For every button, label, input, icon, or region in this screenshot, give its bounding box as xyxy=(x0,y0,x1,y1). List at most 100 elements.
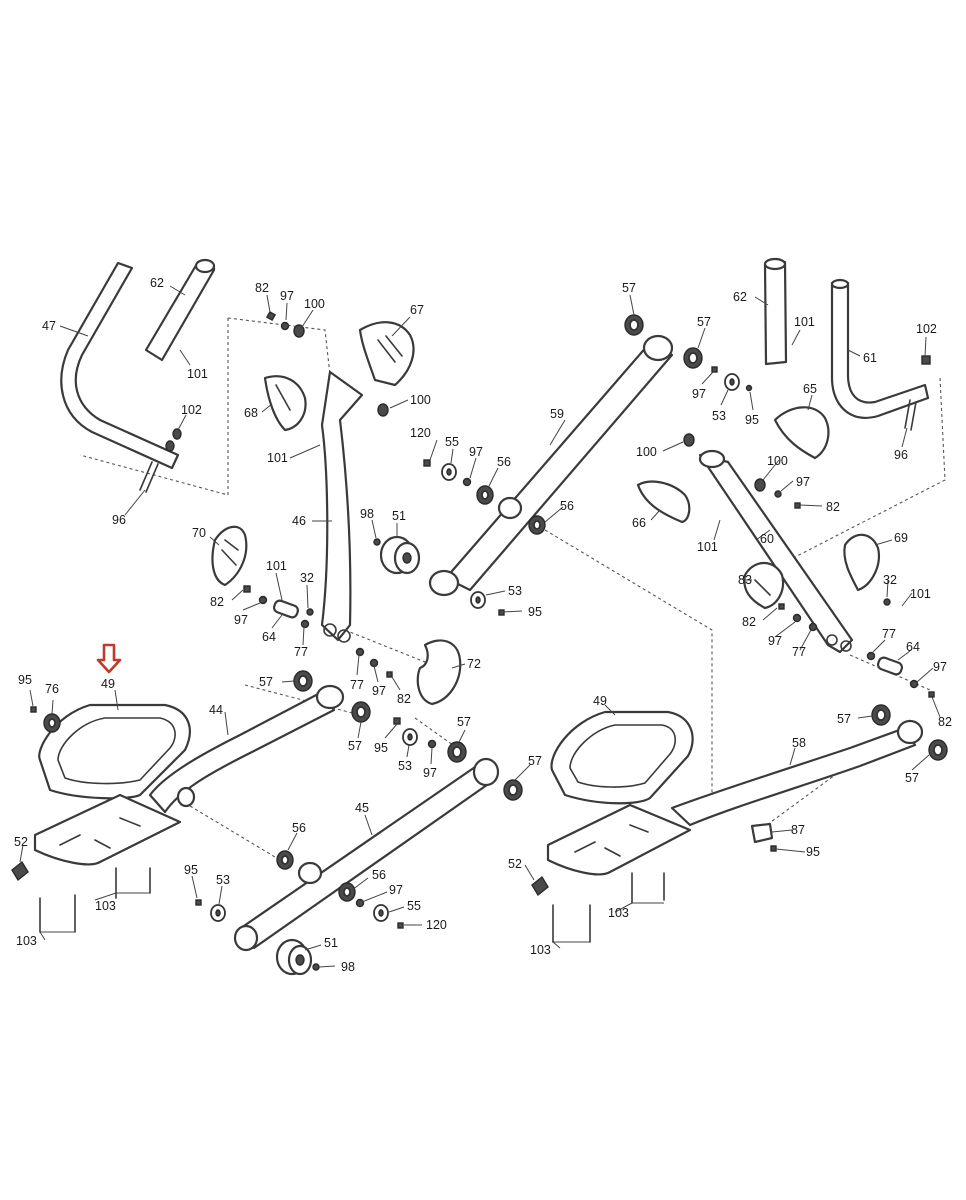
label-57: 57 xyxy=(348,739,362,753)
label-95: 95 xyxy=(528,605,542,619)
bushing-64-left xyxy=(272,599,300,619)
shield-70 xyxy=(211,525,248,587)
label-120: 120 xyxy=(426,918,447,932)
label-46: 46 xyxy=(292,514,306,528)
label-95: 95 xyxy=(184,863,198,877)
shield-72 xyxy=(416,639,462,706)
upper-arm-59-top xyxy=(642,334,674,362)
lower-arm-45-end xyxy=(472,757,500,787)
upper-arm-59-bottom xyxy=(428,569,460,597)
label-59: 59 xyxy=(550,407,564,421)
pedal-49-right xyxy=(546,710,694,876)
label-52: 52 xyxy=(508,857,522,871)
label-62: 62 xyxy=(733,290,747,304)
upper-body-leg-right xyxy=(698,453,854,654)
label-103: 103 xyxy=(608,906,629,920)
label-95: 95 xyxy=(374,741,388,755)
label-57: 57 xyxy=(905,771,919,785)
label-53: 53 xyxy=(398,759,412,773)
upper-handle-left xyxy=(60,261,180,470)
upper-body-leg-left xyxy=(320,370,364,642)
pedal-arm-44-end xyxy=(315,684,345,710)
label-103: 103 xyxy=(95,899,116,913)
label-53: 53 xyxy=(216,873,230,887)
label-47: 47 xyxy=(42,319,56,333)
label-97: 97 xyxy=(372,684,386,698)
label-83: 83 xyxy=(738,573,752,587)
label-52: 52 xyxy=(14,835,28,849)
label-77: 77 xyxy=(882,627,896,641)
label-62: 62 xyxy=(150,276,164,290)
label-57: 57 xyxy=(259,675,273,689)
label-56: 56 xyxy=(497,455,511,469)
lower-arm-45-mid xyxy=(297,861,323,885)
wheel-51-upper xyxy=(379,535,421,575)
hardware-items xyxy=(11,310,948,971)
shield-66 xyxy=(636,480,691,524)
label-60: 60 xyxy=(760,532,774,546)
label-77: 77 xyxy=(792,645,806,659)
label-82: 82 xyxy=(742,615,756,629)
label-77: 77 xyxy=(350,678,364,692)
label-101: 101 xyxy=(267,451,288,465)
label-97: 97 xyxy=(469,445,483,459)
label-97: 97 xyxy=(933,660,947,674)
leader-lines xyxy=(19,285,941,968)
label-64: 64 xyxy=(906,640,920,654)
wheel-51-lower xyxy=(275,938,313,976)
label-68: 68 xyxy=(244,406,258,420)
label-100: 100 xyxy=(410,393,431,407)
shield-65 xyxy=(773,406,830,460)
label-53: 53 xyxy=(508,584,522,598)
label-101: 101 xyxy=(266,559,287,573)
label-56: 56 xyxy=(560,499,574,513)
label-95: 95 xyxy=(745,413,759,427)
label-77: 77 xyxy=(294,645,308,659)
label-45: 45 xyxy=(355,801,369,815)
label-51: 51 xyxy=(392,509,406,523)
label-102: 102 xyxy=(916,322,937,336)
label-96: 96 xyxy=(112,513,126,527)
label-120: 120 xyxy=(410,426,431,440)
label-56: 56 xyxy=(292,821,306,835)
label-97: 97 xyxy=(692,387,706,401)
label-67: 67 xyxy=(410,303,424,317)
shield-69 xyxy=(843,533,880,592)
label-58: 58 xyxy=(792,736,806,750)
label-76: 76 xyxy=(45,682,59,696)
label-57: 57 xyxy=(457,715,471,729)
pedal-arm-44-axle xyxy=(176,786,196,808)
label-44: 44 xyxy=(209,703,223,717)
label-98: 98 xyxy=(360,507,374,521)
grip-end-left xyxy=(194,258,216,274)
label-56: 56 xyxy=(372,868,386,882)
label-70: 70 xyxy=(192,526,206,540)
label-103: 103 xyxy=(530,943,551,957)
label-64: 64 xyxy=(262,630,276,644)
pedal-arm-58 xyxy=(670,726,917,827)
label-57: 57 xyxy=(622,281,636,295)
label-100: 100 xyxy=(304,297,325,311)
label-98: 98 xyxy=(341,960,355,974)
label-87: 87 xyxy=(791,823,805,837)
lower-arm-45-start xyxy=(233,924,259,952)
label-100: 100 xyxy=(636,445,657,459)
label-57: 57 xyxy=(528,754,542,768)
label-97: 97 xyxy=(423,766,437,780)
label-32: 32 xyxy=(300,571,314,585)
lower-arm-45 xyxy=(236,763,496,950)
label-57: 57 xyxy=(837,712,851,726)
upper-arm-59-mid xyxy=(497,496,523,520)
label-103: 103 xyxy=(16,934,37,948)
bushing-64-right xyxy=(876,656,904,676)
label-95: 95 xyxy=(18,673,32,687)
label-101: 101 xyxy=(187,367,208,381)
label-101: 101 xyxy=(794,315,815,329)
label-102: 102 xyxy=(181,403,202,417)
label-65: 65 xyxy=(803,382,817,396)
label-32: 32 xyxy=(883,573,897,587)
handle-grip-right xyxy=(763,260,788,366)
label-61: 61 xyxy=(863,351,877,365)
label-95: 95 xyxy=(806,845,820,859)
